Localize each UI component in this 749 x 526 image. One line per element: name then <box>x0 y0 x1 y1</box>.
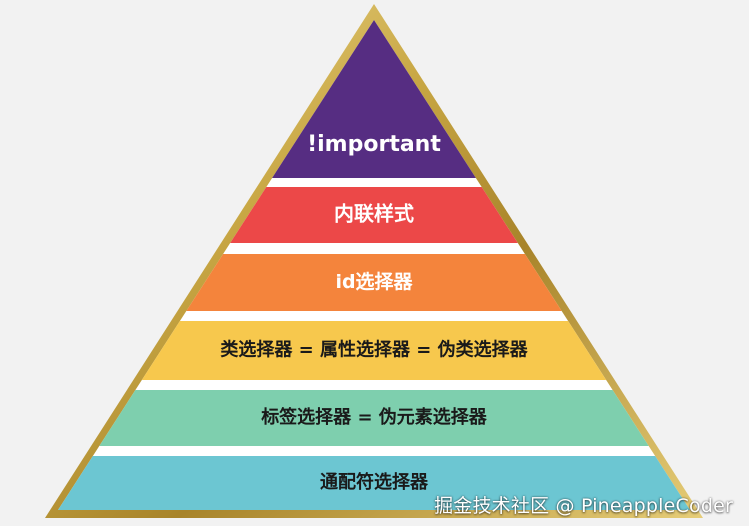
pyramid-level-4-label: 类选择器 = 属性选择器 = 伪类选择器 <box>220 339 528 361</box>
pyramid-level-4 <box>141 321 607 380</box>
pyramid-level-2 <box>230 187 518 243</box>
pyramid-level-3-label: id选择器 <box>335 271 413 293</box>
pyramid-level-5-label: 标签选择器 = 伪元素选择器 <box>260 406 488 428</box>
pyramid-level-2-label: 内联样式 <box>334 202 414 226</box>
watermark: 掘金技术社区 @ PineappleCoder <box>434 495 733 517</box>
pyramid-level-1 <box>272 20 476 178</box>
pyramid-level-1-label: !important <box>307 132 441 157</box>
pyramid-level-5 <box>99 390 649 446</box>
pyramid-level-6-label: 通配符选择器 <box>320 471 429 493</box>
pyramid-levels <box>58 20 690 510</box>
pyramid-level-6 <box>58 456 690 510</box>
pyramid-level-3 <box>186 254 562 311</box>
